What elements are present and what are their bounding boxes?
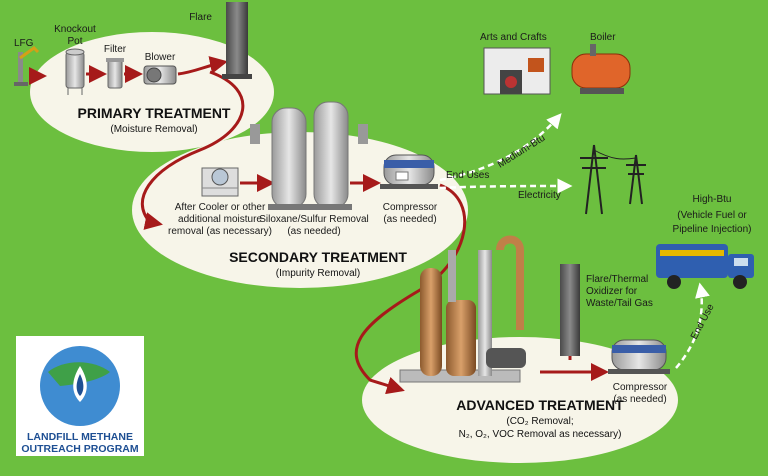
thermal-flare-icon xyxy=(560,264,580,356)
label-end-use: End Use xyxy=(689,302,717,341)
logo-line2: OUTREACH PROGRAM xyxy=(21,443,139,455)
knockout-pot-icon xyxy=(65,48,85,95)
advanced-treatment-subtitle-1: (CO₂ Removal; xyxy=(506,416,573,427)
label-knockout-2: Pot xyxy=(67,36,82,47)
label-blower: Blower xyxy=(145,52,176,63)
compressor-icon xyxy=(380,154,438,189)
label-flare: Flare xyxy=(189,12,212,23)
label-flare-thermal-2: Oxidizer for xyxy=(586,286,638,297)
compressor-2-icon xyxy=(608,339,670,374)
secondary-treatment-subtitle: (Impurity Removal) xyxy=(276,268,360,279)
advanced-treatment-equipment-icon xyxy=(399,235,526,383)
label-high-btu-2: (Vehicle Fuel or xyxy=(677,210,747,221)
advanced-treatment-subtitle-2: N₂, O₂, VOC Removal as necessary) xyxy=(459,429,622,440)
label-lfg: LFG xyxy=(14,38,34,49)
label-siloxane-1: Siloxane/Sulfur Removal xyxy=(259,214,369,225)
label-electricity: Electricity xyxy=(518,190,561,201)
label-high-btu-3: Pipeline Injection) xyxy=(673,224,752,235)
after-cooler-icon xyxy=(201,167,239,197)
primary-treatment-title: PRIMARY TREATMENT xyxy=(78,105,231,121)
label-flare-thermal-1: Flare/Thermal xyxy=(586,274,648,285)
label-after-cooler-3: removal (as necessary) xyxy=(168,226,272,237)
primary-treatment-subtitle: (Moisture Removal) xyxy=(110,124,197,135)
label-medium-btu: Medium-Btu xyxy=(496,133,548,171)
advanced-treatment-title: ADVANCED TREATMENT xyxy=(456,397,624,413)
siloxane-sulfur-towers-icon xyxy=(250,101,368,210)
lfg-well-icon xyxy=(14,46,40,86)
label-compressor-2: (as needed) xyxy=(383,214,436,225)
label-compressor2-2: (as needed) xyxy=(613,394,666,405)
label-flare-thermal-3: Waste/Tail Gas xyxy=(586,298,653,309)
label-compressor-1: Compressor xyxy=(383,202,438,213)
label-boiler: Boiler xyxy=(590,32,616,43)
filter-icon xyxy=(106,58,124,89)
label-siloxane-2: (as needed) xyxy=(287,226,340,237)
flow-line-to-flare xyxy=(177,56,228,76)
label-filter: Filter xyxy=(104,44,127,55)
label-compressor2-1: Compressor xyxy=(613,382,668,393)
flare-icon xyxy=(222,2,252,79)
lmop-logo: LANDFILL METHANE OUTREACH PROGRAM xyxy=(16,336,144,456)
arts-crafts-kiln-icon xyxy=(483,47,551,95)
label-knockout-1: Knockout xyxy=(54,24,96,35)
label-high-btu-1: High-Btu xyxy=(693,194,732,205)
truck-icon xyxy=(656,244,754,289)
electricity-arrow xyxy=(439,178,573,194)
secondary-treatment-title: SECONDARY TREATMENT xyxy=(229,249,407,265)
boiler-icon xyxy=(571,44,631,94)
blower-icon xyxy=(143,65,177,85)
high-btu-arrow xyxy=(675,282,710,369)
medium-btu-arrow xyxy=(439,113,562,182)
label-after-cooler-1: After Cooler or other xyxy=(175,202,266,213)
label-end-uses: End Uses xyxy=(446,170,489,181)
power-tower-icon xyxy=(580,144,646,215)
label-arts-crafts: Arts and Crafts xyxy=(480,32,547,43)
logo-line1: LANDFILL METHANE xyxy=(27,431,133,443)
label-after-cooler-2: additional moisture xyxy=(178,214,262,225)
flow-line-to-secondary xyxy=(140,70,245,230)
